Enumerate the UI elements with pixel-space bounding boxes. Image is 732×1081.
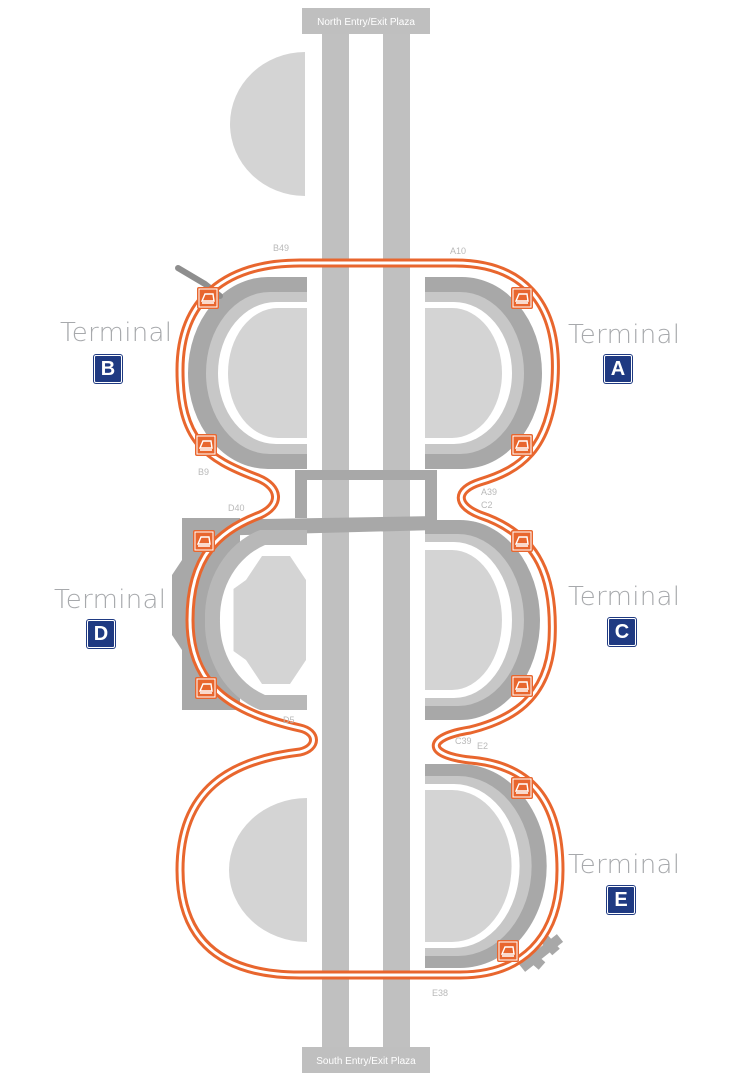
gate-label: A10	[450, 246, 466, 256]
terminal-d-label: Terminal	[54, 585, 167, 615]
train-station-icon[interactable]	[511, 530, 533, 552]
terminal-a-label: Terminal	[568, 320, 681, 350]
gate-label: D40	[228, 503, 245, 513]
train-station-icon[interactable]	[497, 940, 519, 962]
terminal-e-badge[interactable]: E	[607, 886, 635, 914]
gate-label: B49	[273, 243, 289, 253]
terminal-c-badge[interactable]: C	[608, 618, 636, 646]
train-station-icon[interactable]	[195, 434, 217, 456]
train-station-icon[interactable]	[511, 287, 533, 309]
train-station-icon[interactable]	[195, 677, 217, 699]
north-plaza-label: North Entry/Exit Plaza	[317, 17, 415, 28]
train-station-icon[interactable]	[511, 675, 533, 697]
gate-label: E38	[432, 988, 448, 998]
southwest-parking-dome	[229, 798, 307, 942]
west-roadway	[322, 30, 349, 1050]
train-station-icon[interactable]	[511, 777, 533, 799]
east-roadway	[383, 30, 410, 1050]
terminal-d-badge[interactable]: D	[87, 620, 115, 648]
terminal-c-building	[425, 520, 540, 720]
terminal-e-building	[425, 764, 564, 972]
gate-label: C2	[481, 500, 493, 510]
gate-label: A39	[481, 487, 497, 497]
terminal-e-label: Terminal	[568, 850, 681, 880]
terminal-b-building	[175, 265, 307, 469]
central-roadways	[322, 30, 410, 1050]
skylink-stations	[193, 287, 533, 962]
gate-label: D5	[283, 715, 295, 725]
terminal-b-badge[interactable]: B	[94, 355, 122, 383]
train-station-icon[interactable]	[197, 287, 219, 309]
north-plaza-sign: North Entry/Exit Plaza	[302, 8, 430, 34]
skylink-track	[175, 258, 565, 980]
terminal-a-badge[interactable]: A	[604, 355, 632, 383]
train-station-icon[interactable]	[193, 530, 215, 552]
gate-label: B9	[198, 467, 209, 477]
gate-labels: B49 A10 B9 A39 C2 D40 D5 C39 E2 E38	[198, 243, 497, 998]
south-plaza-sign: South Entry/Exit Plaza	[302, 1047, 430, 1073]
north-parking-dome	[230, 52, 305, 196]
train-station-icon[interactable]	[511, 434, 533, 456]
south-plaza-label: South Entry/Exit Plaza	[316, 1056, 416, 1067]
gate-label: E2	[477, 741, 488, 751]
terminal-d-building	[172, 518, 307, 710]
terminal-a-building	[425, 277, 542, 469]
terminal-c-label: Terminal	[568, 582, 681, 612]
terminal-b-label: Terminal	[60, 318, 173, 348]
gate-label: C39	[455, 736, 472, 746]
